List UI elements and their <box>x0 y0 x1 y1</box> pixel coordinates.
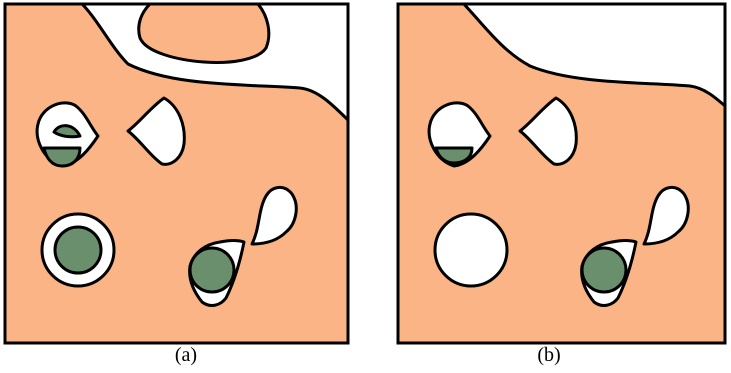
panel-a-particle-round <box>53 225 103 275</box>
panel-a-void-island <box>137 4 271 64</box>
panel-b-top-void <box>461 4 725 108</box>
panel-b-particle-right <box>580 246 628 294</box>
panel-a-caption: (a) <box>174 344 198 366</box>
panel-b-void-right-upper <box>642 186 690 246</box>
panel-a-void-right-upper <box>250 186 298 246</box>
panel-b-caption: (b) <box>537 344 561 366</box>
panel-a-frame <box>3 2 350 345</box>
panel-b-void-middle <box>518 96 578 166</box>
panel-a <box>3 2 350 345</box>
panel-b <box>396 2 727 345</box>
panel-a-particle-right <box>188 246 236 294</box>
panel-a-void-middle <box>126 96 186 166</box>
panel-a-particle-left <box>42 146 82 168</box>
panel-b-frame <box>396 2 727 345</box>
panel-b-void-round <box>433 212 509 288</box>
panel-b-particle-left <box>434 146 474 165</box>
panel-a-particle-fragment <box>52 124 82 139</box>
